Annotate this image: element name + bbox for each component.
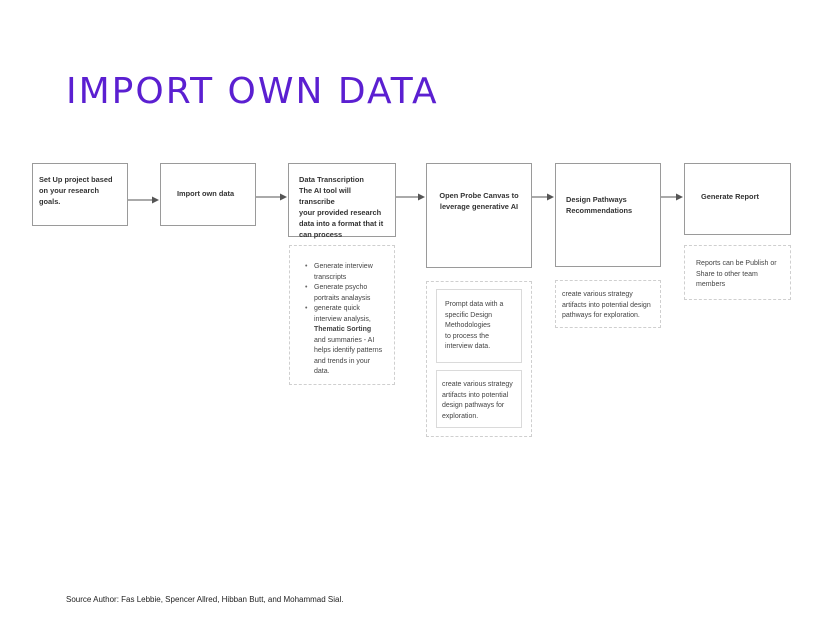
step-line: Recommendations: [566, 206, 633, 215]
note-line: members: [696, 281, 726, 288]
report-note: Reports can be Publish or Share to other…: [684, 245, 791, 300]
list-item: helps identify patterns: [314, 347, 383, 354]
list-item: generate quick: [305, 304, 386, 315]
note-line: design pathways for: [442, 402, 505, 409]
list-item: portraits analaysis: [314, 294, 371, 302]
note-line: create various strategy: [562, 291, 633, 298]
step-data-transcription: Data Transcription The AI tool will tran…: [288, 163, 396, 239]
note-line: Reports can be Publish or: [696, 260, 777, 267]
list-item: Thematic Sorting: [314, 326, 372, 333]
note-line: create various strategy: [442, 381, 513, 388]
strategy-artifacts-note: create various strategy artifacts into p…: [436, 370, 522, 428]
note-line: interview data.: [445, 343, 491, 350]
design-pathways-note: create various strategy artifacts into p…: [555, 280, 661, 328]
step-line: Set Up project based: [39, 175, 113, 184]
step-line: goals.: [39, 197, 61, 206]
step-line: Open Probe Canvas to: [439, 191, 519, 200]
step-line: Design Pathways: [566, 195, 627, 204]
note-line: Prompt data with a: [445, 301, 504, 308]
page-title: IMPORT OWN DATA: [66, 71, 439, 112]
prompt-data-note: Prompt data with a specific Design Metho…: [436, 289, 522, 363]
step-setup-project: Set Up project based on your research go…: [32, 163, 128, 226]
step-line: on your research: [39, 186, 99, 195]
step-design-pathways: Design Pathways Recommendations: [555, 163, 661, 267]
list-item: and trends in your data.: [314, 357, 371, 376]
step-import-own-data: Import own data: [160, 163, 256, 226]
step-line: can process: [299, 230, 343, 239]
note-line: artifacts into potential: [442, 391, 509, 399]
step-line: your provided research: [299, 208, 382, 217]
step-open-probe-canvas: Open Probe Canvas to leverage generative…: [426, 163, 532, 268]
step-line: leverage generative AI: [439, 202, 519, 211]
step-line: Import own data: [177, 189, 235, 198]
list-item: and summaries - AI: [314, 336, 375, 344]
note-line: to process the: [445, 332, 489, 340]
note-line: artifacts into potential design: [562, 301, 651, 309]
list-item: Generate interview: [305, 262, 386, 273]
transcription-note: Generate interview transcripts Generate …: [289, 245, 395, 385]
step-line: The AI tool will transcribe: [299, 186, 351, 206]
step-line: data into a format that it: [299, 219, 384, 228]
step-line: Generate Report: [701, 192, 759, 201]
note-line: pathways for exploration.: [562, 312, 640, 319]
source-footer: Source Author: Fas Lebbie, Spencer Allre…: [66, 595, 344, 604]
note-line: exploration.: [442, 412, 479, 420]
note-line: Share to other team: [696, 270, 758, 278]
list-item: interview analysis,: [314, 315, 371, 323]
note-line: specific Design: [445, 311, 493, 319]
transcription-list: Generate interview transcripts Generate …: [298, 262, 386, 378]
step-generate-report: Generate Report: [684, 163, 791, 235]
list-item: Generate psycho: [305, 283, 386, 294]
step-line: Data Transcription: [299, 175, 364, 184]
note-line: Methodologies: [445, 322, 491, 329]
list-item: transcripts: [314, 273, 347, 281]
